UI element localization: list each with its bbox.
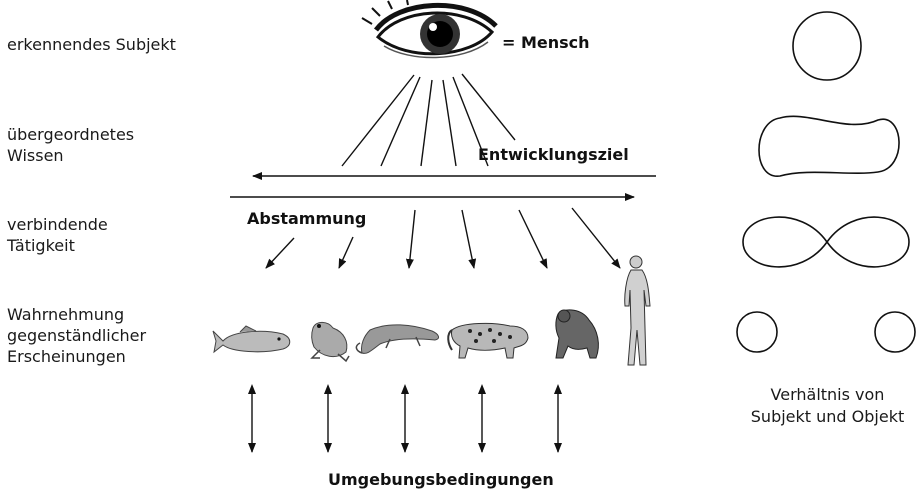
fish-icon xyxy=(213,326,290,352)
activity-arrows xyxy=(266,208,620,268)
activity-arrow-5 xyxy=(519,210,547,268)
ray-1 xyxy=(342,75,414,166)
activity-arrow-4 xyxy=(462,210,474,268)
eye-icon xyxy=(362,0,496,58)
frog-icon xyxy=(312,322,349,361)
activity-arrow-1 xyxy=(266,238,294,268)
chimpanzee-icon xyxy=(556,310,599,358)
jaguar-icon xyxy=(448,323,528,358)
ray-6 xyxy=(462,74,515,140)
activity-arrow-2 xyxy=(339,237,353,268)
human-icon xyxy=(625,256,650,365)
ray-4 xyxy=(443,80,456,166)
lizard-icon xyxy=(356,325,438,354)
separated-circles xyxy=(737,312,915,352)
ray-5 xyxy=(453,77,488,166)
perception-rays xyxy=(342,74,515,166)
unity-circle xyxy=(793,12,861,80)
activity-arrow-3 xyxy=(409,210,415,268)
activity-arrow-6 xyxy=(572,208,620,268)
ray-3 xyxy=(421,80,432,166)
environment-arrows xyxy=(252,393,558,452)
ray-2 xyxy=(381,77,420,166)
subject-circle xyxy=(737,312,777,352)
object-circle xyxy=(875,312,915,352)
peanut-shape xyxy=(759,116,899,176)
figure-eight-shape xyxy=(743,217,909,267)
